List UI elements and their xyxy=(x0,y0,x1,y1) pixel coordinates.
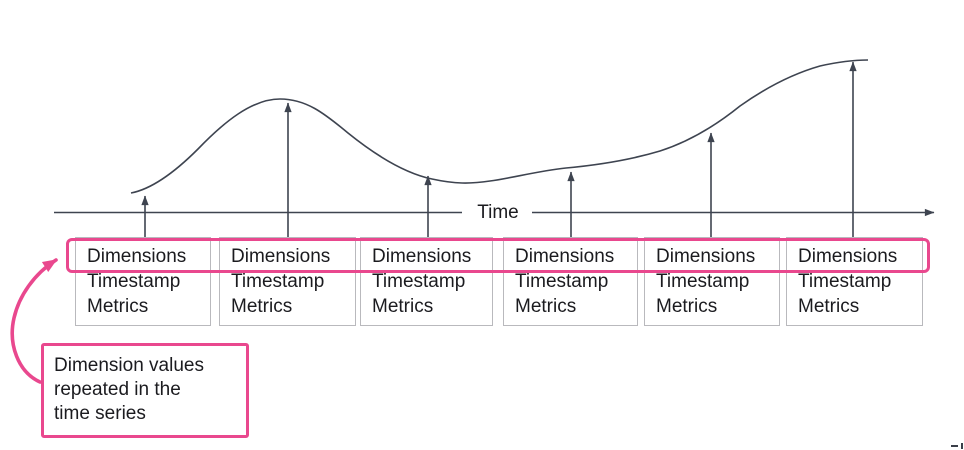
record-box-2: Dimensions Timestamp Metrics xyxy=(219,237,356,326)
record-timestamp-label: Timestamp xyxy=(798,271,892,292)
record-box-3: Dimensions Timestamp Metrics xyxy=(360,237,493,326)
record-metrics-label: Metrics xyxy=(372,296,434,317)
record-box-5: Dimensions Timestamp Metrics xyxy=(644,237,780,326)
record-timestamp-label: Timestamp xyxy=(515,271,609,292)
callout-box: Dimension values repeated in the time se… xyxy=(41,343,249,438)
record-timestamp-label: Timestamp xyxy=(656,271,750,292)
callout-text-line: Dimension values xyxy=(54,355,204,376)
callout-text-line: time series xyxy=(54,403,146,424)
record-dimensions-label: Dimensions xyxy=(515,246,615,267)
artifact-tick xyxy=(961,443,963,449)
record-dimensions-label: Dimensions xyxy=(656,246,756,267)
callout-text-line: repeated in the xyxy=(54,379,181,400)
record-metrics-label: Metrics xyxy=(656,296,718,317)
record-metrics-label: Metrics xyxy=(515,296,577,317)
record-box-6: Dimensions Timestamp Metrics xyxy=(786,237,923,326)
artifact-dash xyxy=(951,445,958,447)
record-dimensions-label: Dimensions xyxy=(798,246,898,267)
record-metrics-label: Metrics xyxy=(231,296,293,317)
record-timestamp-label: Timestamp xyxy=(231,271,325,292)
record-box-4: Dimensions Timestamp Metrics xyxy=(503,237,638,326)
record-timestamp-label: Timestamp xyxy=(87,271,181,292)
record-metrics-label: Metrics xyxy=(798,296,860,317)
record-timestamp-label: Timestamp xyxy=(372,271,466,292)
time-series-curve xyxy=(130,59,869,194)
record-box-1: Dimensions Timestamp Metrics xyxy=(75,237,211,326)
cropped-ui-artifact xyxy=(951,443,964,450)
time-axis-label: Time xyxy=(477,202,519,223)
record-dimensions-label: Dimensions xyxy=(372,246,472,267)
record-dimensions-label: Dimensions xyxy=(87,246,187,267)
dimensions-highlight-rectangle xyxy=(66,238,930,273)
record-dimensions-label: Dimensions xyxy=(231,246,331,267)
record-metrics-label: Metrics xyxy=(87,296,149,317)
